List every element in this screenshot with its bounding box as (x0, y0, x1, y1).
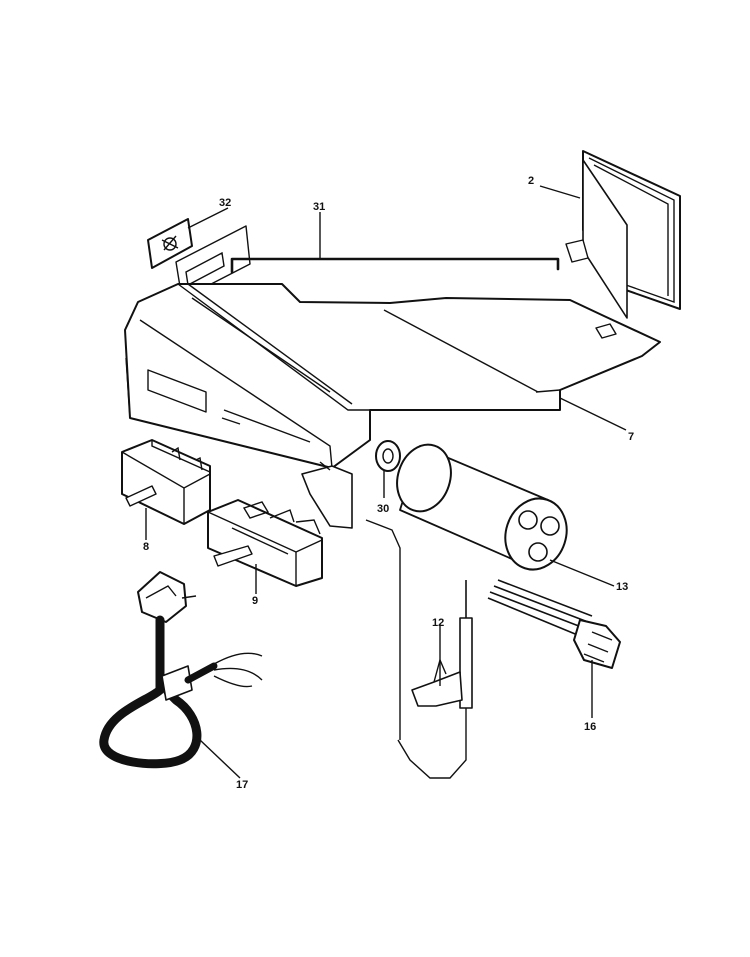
callout-9: 9 (252, 595, 258, 607)
callout-31: 31 (313, 201, 325, 213)
callout-16: 16 (584, 721, 596, 733)
leader-lines (145, 185, 627, 779)
part-30-grommet (375, 440, 401, 472)
part-16-wire-harness (487, 579, 621, 669)
part-8-rotary-switch (121, 439, 211, 525)
callout-12: 12 (432, 617, 444, 629)
callout-32: 32 (219, 197, 231, 209)
part-13-capacitor (396, 443, 568, 571)
part-9-slide-switch (207, 499, 323, 587)
callout-2: 2 (528, 175, 534, 187)
part-17-power-cord (99, 571, 263, 769)
callout-labels: 2 31 32 7 30 13 8 9 12 16 17 (143, 175, 634, 791)
callout-7: 7 (628, 431, 634, 443)
part-2-filter-panel (565, 150, 681, 319)
part-31-rod (230, 257, 560, 274)
part-7-control-housing (124, 283, 661, 529)
part-12-thermostat (365, 519, 473, 779)
callout-17: 17 (236, 779, 248, 791)
callout-8: 8 (143, 541, 149, 553)
part-32-bracket (147, 218, 251, 300)
callout-30: 30 (377, 503, 389, 515)
callout-13: 13 (616, 581, 628, 593)
